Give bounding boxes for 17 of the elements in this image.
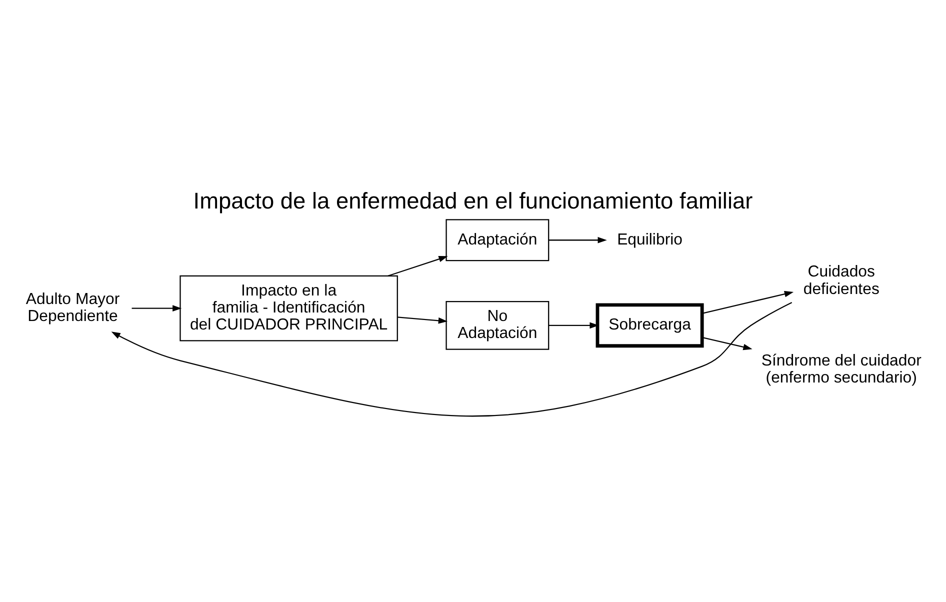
node-text: Adulto Mayor Dependiente <box>26 291 120 326</box>
node-text: Equilibrio <box>617 231 683 248</box>
arrow <box>398 316 448 324</box>
diagram-title: Impacto de la enfermedad en el funcionamiento familiar <box>193 187 753 214</box>
arrow <box>702 290 794 314</box>
node-text: Cuidados deficientes <box>803 264 880 298</box>
arrow <box>548 322 599 329</box>
arrow <box>702 336 752 350</box>
node-box: Sobrecarga <box>596 303 704 348</box>
arrow <box>111 302 792 417</box>
node-text: Síndrome del cuidador (enfermo secundario) <box>761 352 922 386</box>
arrow <box>388 256 448 276</box>
node-box: Impacto en la familia - Identificación del CUIDADOR PRINCIPAL <box>180 275 398 342</box>
node-box: No Adaptación <box>446 300 550 350</box>
arrow <box>548 236 607 244</box>
node-box: Adaptación <box>446 219 550 262</box>
arrow <box>132 305 182 312</box>
